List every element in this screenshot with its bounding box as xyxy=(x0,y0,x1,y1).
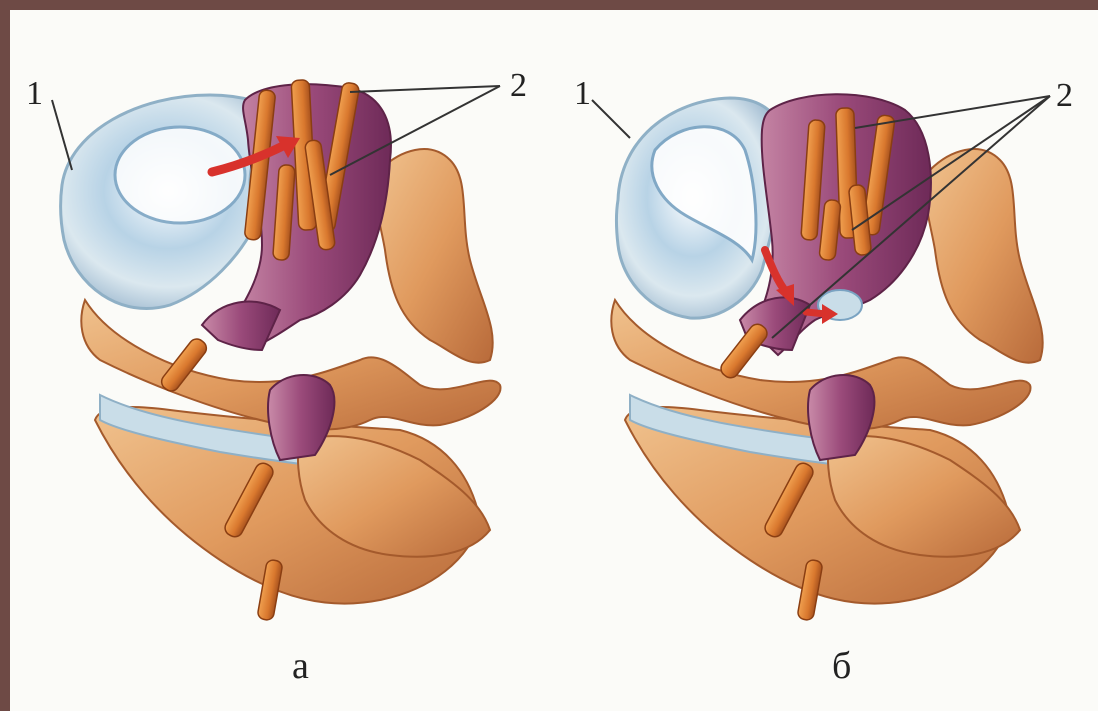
leader-2a-a xyxy=(350,86,500,92)
root-sleeve-a xyxy=(202,302,280,350)
panel-b-sublabel: б xyxy=(832,645,851,687)
panel-b: 1 2 б xyxy=(574,75,1073,687)
callout-1-a: 1 xyxy=(26,75,43,112)
callout-1-b: 1 xyxy=(574,75,591,112)
leader-1-b xyxy=(592,100,630,138)
spinous-process-b xyxy=(926,149,1043,363)
spinous-process-a xyxy=(376,149,493,363)
leader-1-a xyxy=(52,100,72,170)
nucleus-a xyxy=(115,127,245,223)
callout-2-b: 2 xyxy=(1056,77,1073,114)
callout-2-a: 2 xyxy=(510,67,527,104)
panel-a-sublabel: а xyxy=(292,645,309,687)
panel-a: 1 2 а xyxy=(26,67,527,687)
